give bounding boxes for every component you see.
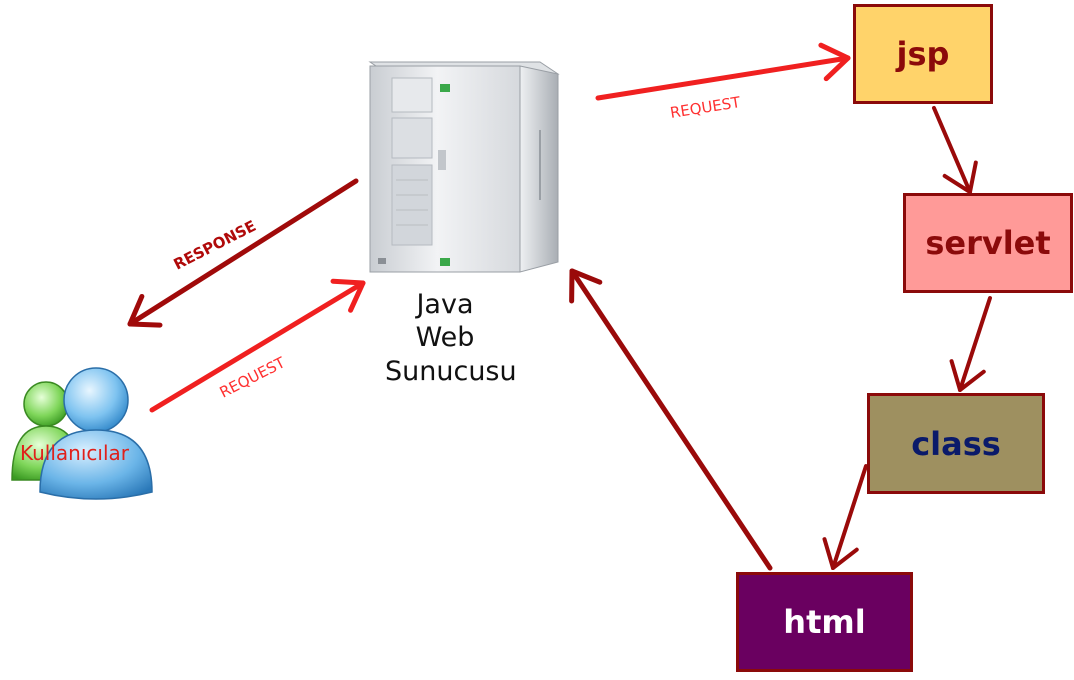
tower-server-icon	[368, 61, 560, 273]
flow-arrow-html-to-server	[569, 268, 773, 571]
servlet-box-label: servlet	[925, 224, 1051, 262]
server-label-line-2: Web	[415, 322, 475, 353]
server-label-line-1: Java	[416, 289, 474, 320]
response-arrow-server-to-users	[127, 178, 359, 328]
request-label-users-to-server: REQUEST	[217, 353, 289, 402]
class-box-label: class	[911, 424, 1001, 463]
flow-arrow-jsp-to-servlet	[932, 106, 978, 194]
class-box: class	[867, 393, 1045, 494]
server-label-line-3: Sunucusu	[385, 356, 517, 387]
users-icon	[11, 367, 153, 500]
request-arrow-users-to-server	[149, 278, 366, 413]
flow-arrow-class-to-html	[822, 464, 868, 570]
jsp-box-label: jsp	[896, 35, 950, 73]
flow-arrow-servlet-to-class	[949, 296, 992, 392]
response-label-server-to-users: RESPONSE	[171, 217, 259, 274]
users-label: Kullanıcılar	[20, 441, 129, 465]
servlet-box: servlet	[903, 193, 1073, 293]
request-label-server-to-jsp: REQUEST	[669, 93, 743, 122]
html-box: html	[736, 572, 913, 672]
jsp-box: jsp	[853, 4, 993, 104]
html-box-label: html	[783, 603, 866, 641]
request-arrow-server-to-jsp	[595, 42, 851, 101]
